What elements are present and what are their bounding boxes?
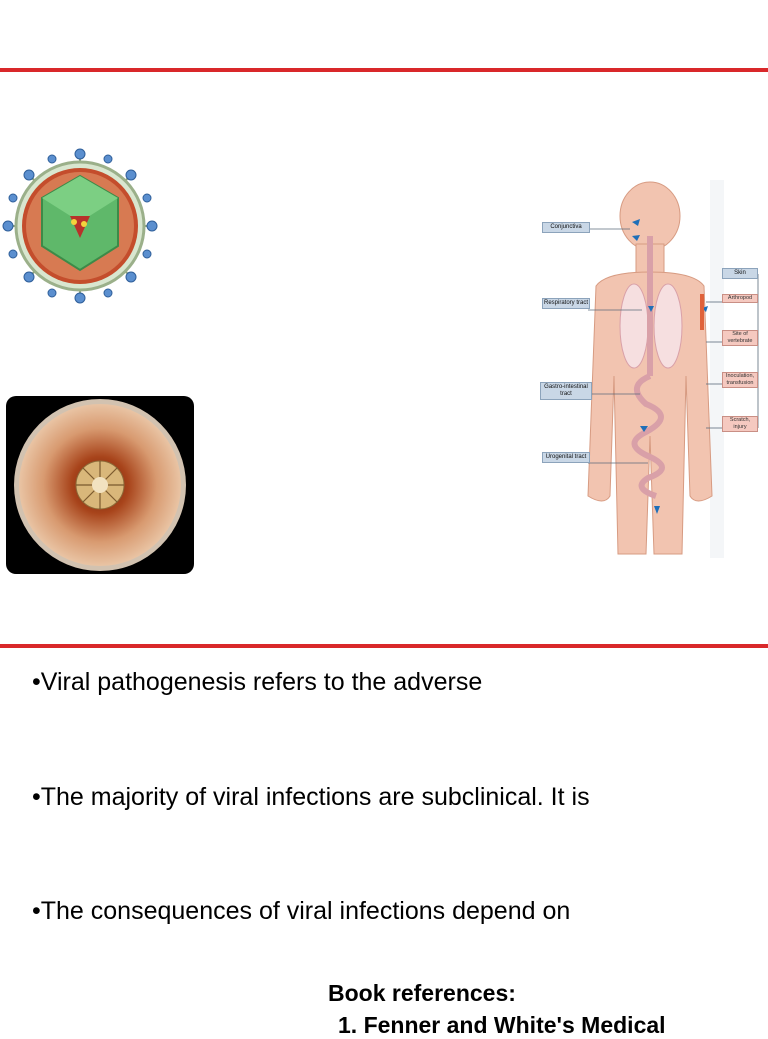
book-references-heading: Book references:: [328, 980, 516, 1006]
label-site-of-vertebrate: Site of vertebrate: [722, 330, 758, 346]
middle-divider: [0, 644, 768, 648]
viral-entry-body-diagram: Conjunctiva Respiratory tract Gastro-int…: [536, 176, 762, 560]
label-urogenital-tract: Urogenital tract: [542, 452, 590, 463]
label-arthropod: Arthropod: [722, 294, 758, 303]
label-inoculation-transfusion: Inoculation, transfusion: [722, 372, 758, 388]
bullet-viral-pathogenesis: •Viral pathogenesis refers to the advers…: [32, 668, 483, 696]
label-conjunctiva: Conjunctiva: [542, 222, 590, 233]
virus-illustration: [2, 148, 158, 304]
book-reference-item: 1. Fenner and White's Medical: [338, 1012, 666, 1038]
petri-dish-photo: [6, 396, 194, 574]
label-scratch-injury: Scratch, injury: [722, 416, 758, 432]
label-respiratory-tract: Respiratory tract: [542, 298, 590, 309]
bullet-subclinical-infections: •The majority of viral infections are su…: [32, 783, 590, 811]
label-skin: Skin: [722, 268, 758, 279]
label-gastro-intestinal-tract: Gastro-intestinal tract: [540, 382, 592, 400]
bullet-consequences: •The consequences of viral infections de…: [32, 897, 571, 925]
top-divider: [0, 68, 768, 72]
